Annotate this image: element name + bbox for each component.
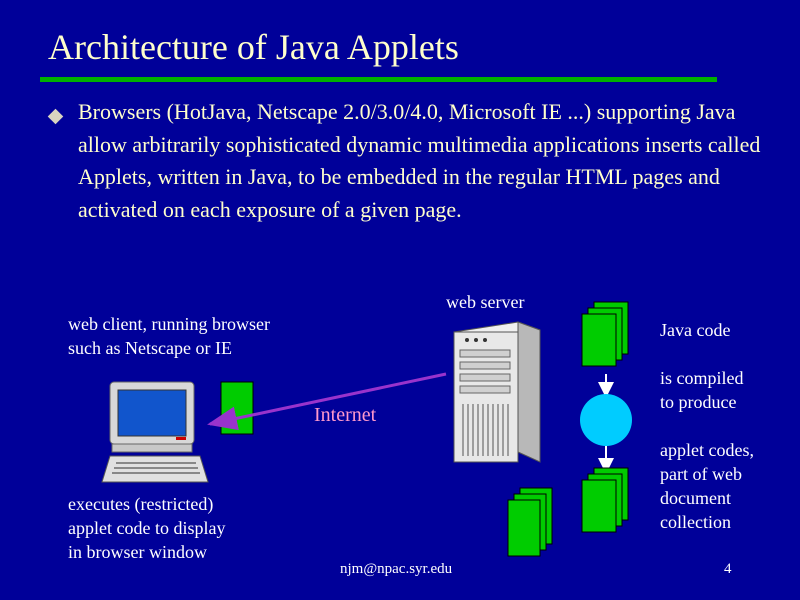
client-computer-icon — [101, 381, 209, 483]
applet-label-line4: collection — [660, 512, 731, 532]
web-server-label: web server — [446, 292, 525, 312]
compiled-label-line1: is compiled — [660, 368, 744, 388]
footer-email: njm@npac.syr.edu — [340, 561, 453, 577]
title-underline — [40, 77, 717, 82]
internet-label: Internet — [314, 404, 377, 426]
client-label-line2: such as Netscape or IE — [68, 338, 232, 358]
applet-label-line2: part of web — [660, 464, 742, 484]
applet-document-icon — [220, 381, 254, 435]
page-number: 4 — [724, 561, 732, 577]
compiler-circle — [580, 394, 632, 446]
java-code-documents-icon — [581, 301, 629, 367]
exec-label-line1: executes (restricted) — [68, 494, 214, 514]
applet-label-line3: document — [660, 488, 731, 508]
client-label-line1: web client, running browser — [68, 314, 270, 334]
slide-title: Architecture of Java Applets — [48, 27, 459, 67]
exec-label-line3: in browser window — [68, 542, 207, 562]
web-document-collection-icon — [507, 487, 553, 557]
compiled-label-line2: to produce — [660, 392, 737, 412]
internet-arrow — [207, 372, 447, 431]
web-server-icon — [453, 321, 541, 463]
applet-code-documents-icon — [581, 467, 629, 533]
applet-label-line1: applet codes, — [660, 440, 754, 460]
exec-label-line2: applet code to display — [68, 518, 226, 538]
java-code-label: Java code — [660, 320, 731, 340]
bullet-text: Browsers (HotJava, Netscape 2.0/3.0/4.0,… — [78, 99, 761, 222]
